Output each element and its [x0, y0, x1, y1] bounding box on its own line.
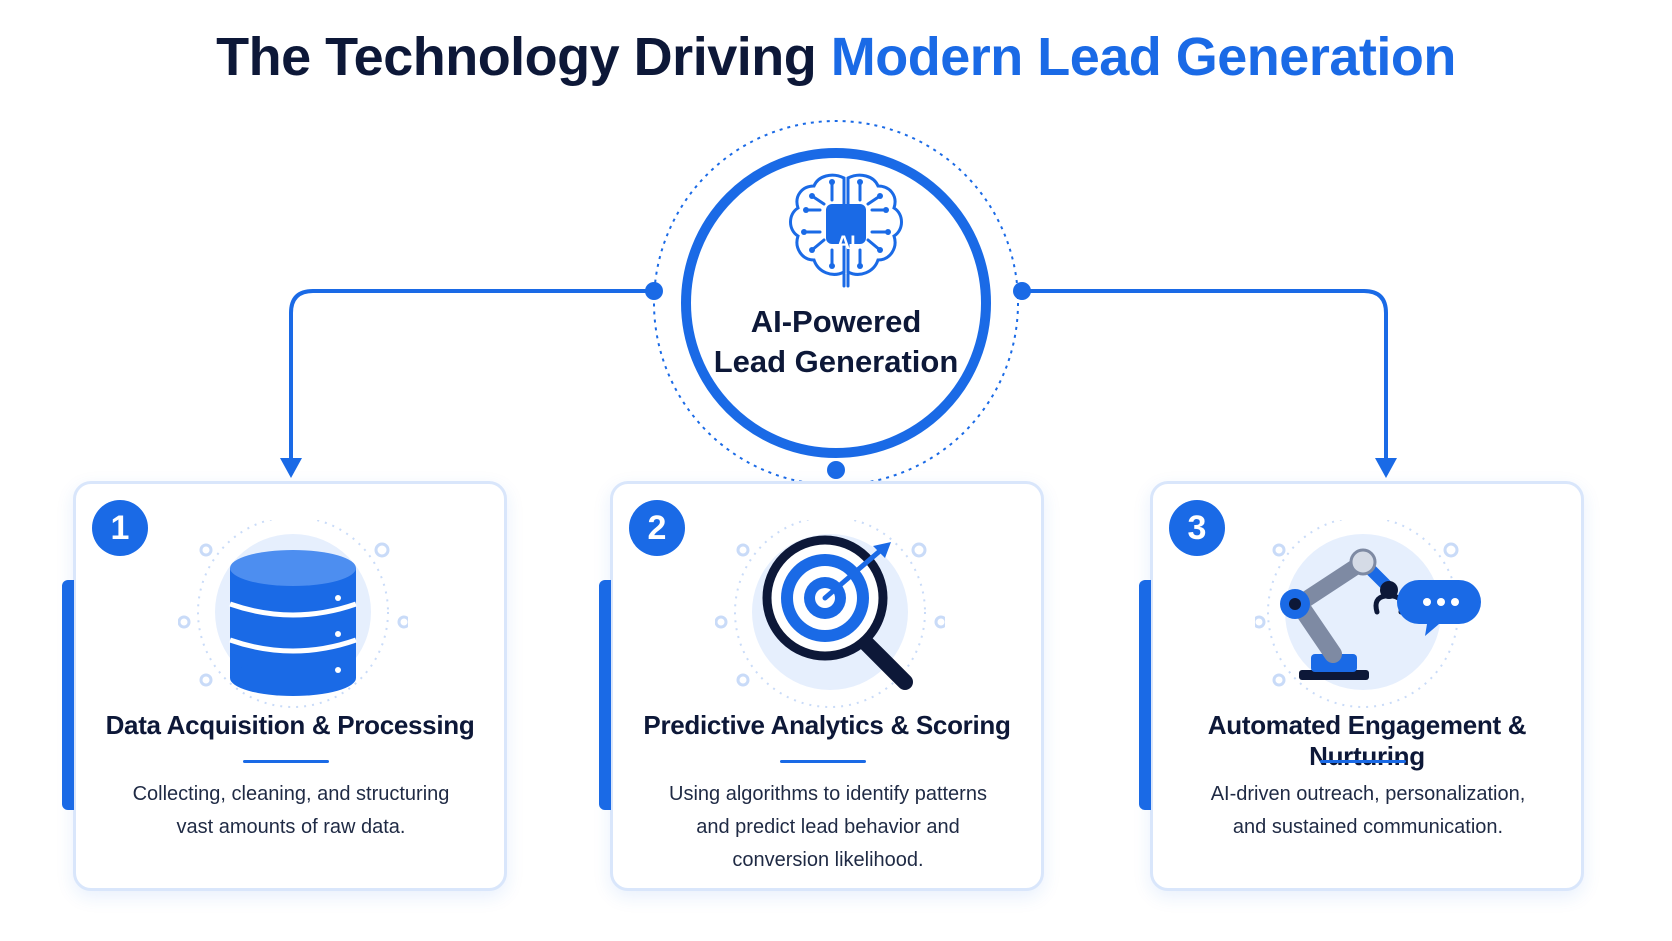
card-automated-engagement: 3 Automated Engagement & Nurturing AI-dr…	[1139, 481, 1584, 891]
robot-arm-chat-icon	[1255, 520, 1481, 708]
ai-chip-badge: AI	[836, 233, 856, 254]
database-icon	[178, 520, 408, 708]
connector-node-bottom	[827, 461, 845, 479]
card-divider	[1320, 760, 1406, 763]
card-description: AI-driven outreach, personalization, and…	[1210, 783, 1526, 838]
card-accent-bar	[62, 580, 74, 810]
card-description: Collecting, cleaning, and structuring va…	[132, 783, 450, 838]
card-predictive-analytics: 2 Predictive Analytics & Scoring Using a…	[599, 481, 1044, 891]
brain-chip-icon	[789, 173, 903, 288]
card-data-acquisition: 1 Data Acquisition & Processing Collecti…	[62, 481, 507, 891]
step-number-badge: 1	[92, 500, 148, 556]
target-magnifier-icon	[715, 520, 945, 708]
title-part-dark: The Technology Driving	[216, 27, 817, 87]
connector-node-right	[1013, 282, 1031, 300]
hub-label-line1: AI-Powered	[750, 304, 922, 339]
card-description: Using algorithms to identify patterns an…	[669, 783, 987, 871]
step-number-badge: 3	[1169, 500, 1225, 556]
arrow-right	[1375, 458, 1397, 478]
card-accent-bar	[1139, 580, 1151, 810]
hub-circle: AI AI-Powered Lead Generation	[681, 148, 991, 458]
hub-dotted-ring	[653, 120, 1019, 486]
card-title: Predictive Analytics & Scoring	[643, 710, 1011, 740]
connector-right	[1022, 289, 1388, 458]
connector-node-left	[645, 282, 663, 300]
card-title: Data Acquisition & Processing	[105, 710, 475, 740]
connector-left	[289, 289, 654, 458]
card-divider	[780, 760, 866, 763]
page-title: The Technology Driving Modern Lead Gener…	[0, 26, 1672, 88]
card-accent-bar	[599, 580, 611, 810]
card-title: Automated Engagement & Nurturing	[1207, 710, 1527, 771]
hub-label-line2: Lead Generation	[713, 344, 959, 379]
arrow-left	[280, 458, 302, 478]
step-number-badge: 2	[629, 500, 685, 556]
card-divider	[243, 760, 329, 763]
title-part-highlight: Modern Lead Generation	[830, 27, 1457, 87]
